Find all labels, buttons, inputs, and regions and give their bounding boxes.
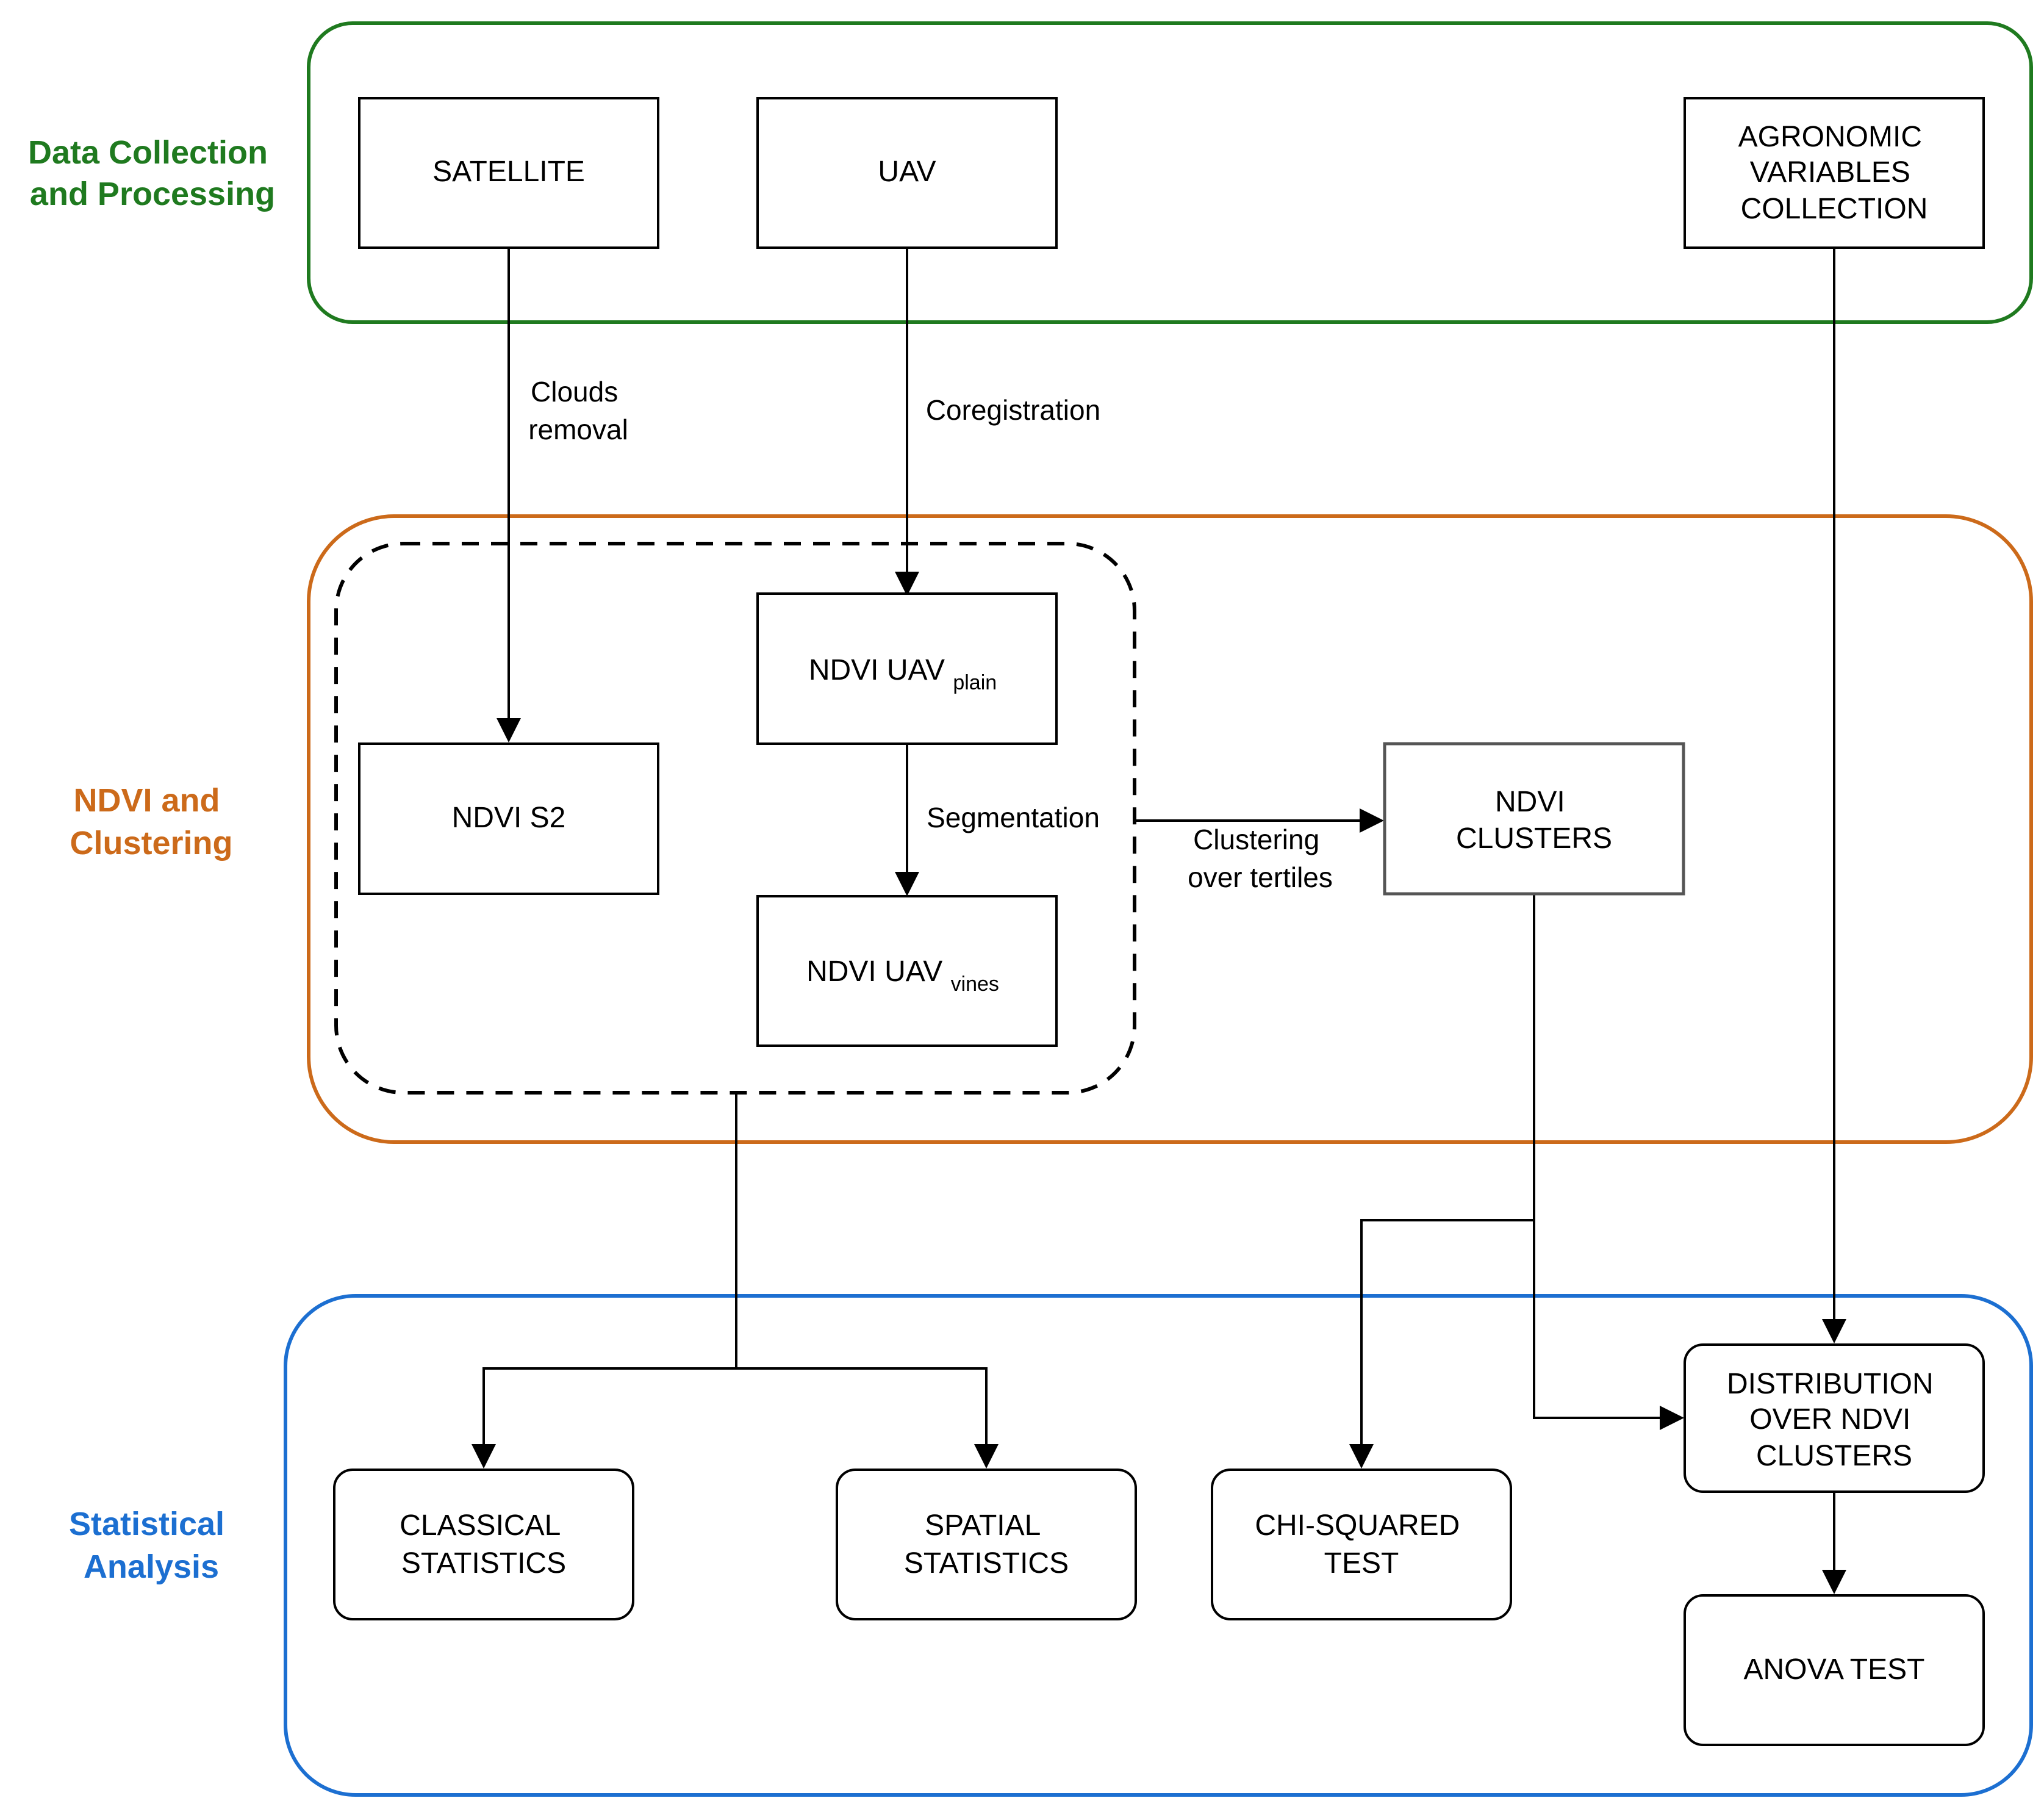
data-collection-section [307, 21, 2033, 324]
box-label-line: CLUSTERS [1756, 1440, 1912, 1472]
uav-box [756, 97, 1058, 249]
edge-label-clustering-over-tertiles: Clustering over tertiles [1188, 824, 1333, 893]
box-label-subscript: plain [953, 671, 997, 694]
edge-label-line: removal [528, 414, 628, 445]
box-label-line: STATISTICS [401, 1547, 566, 1580]
section-label-ndvi-clustering: NDVI and Clustering [70, 782, 232, 861]
distribution-label: DISTRIBUTION OVER NDVI CLUSTERS [1727, 1368, 1942, 1472]
section-label-data-collection: Data Collection and Processing [28, 134, 277, 212]
box-label-line: CHI-SQUARED [1255, 1509, 1460, 1542]
spatial-statistics-box [836, 1469, 1137, 1620]
distribution-box [1684, 1343, 1985, 1493]
chi-squared-test-box [1211, 1469, 1512, 1620]
ndvi-s2-box [358, 742, 659, 895]
box-label-line: NDVI [1495, 786, 1565, 818]
agronomic-variables-box [1684, 97, 1985, 249]
classical-statistics-box [333, 1469, 634, 1620]
box-label-main: NDVI UAV [809, 654, 945, 686]
edge-label-coregistration: Coregistration [926, 394, 1100, 426]
box-label-line: STATISTICS [904, 1547, 1069, 1580]
box-label-line: OVER NDVI [1749, 1403, 1910, 1436]
agronomic-variables-label: AGRONOMIC VARIABLES COLLECTION [1738, 121, 1931, 225]
satellite-label: SATELLITE [432, 156, 585, 188]
box-label-line: CLASSICAL [400, 1509, 560, 1542]
edge-group-to-spatial [736, 1367, 999, 1469]
ndvi-clustering-section [307, 514, 2033, 1144]
ndvi-clusters-box [1383, 742, 1685, 896]
edge-label-clouds-removal: Clouds removal [528, 376, 628, 445]
spatial-statistics-label: SPATIAL STATISTICS [904, 1509, 1069, 1580]
section-label-line: Clustering [70, 825, 232, 861]
section-label-line: NDVI and [73, 782, 220, 819]
edge-group-to-classical [472, 1093, 737, 1469]
box-label-line: DISTRIBUTION [1727, 1368, 1934, 1400]
section-label-statistical-analysis: Statistical Analysis [69, 1506, 234, 1585]
ndvi-uav-plain-box [756, 592, 1058, 745]
satellite-box [358, 97, 659, 249]
statistical-analysis-section [284, 1294, 2033, 1797]
box-label-line: TEST [1324, 1547, 1399, 1580]
box-label-line: SPATIAL [925, 1509, 1041, 1542]
edge-label-line: Clouds [531, 376, 618, 408]
box-label-subscript: vines [951, 973, 999, 996]
ndvi-clusters-label: NDVI CLUSTERS [1456, 786, 1612, 855]
chi-squared-test-label: CHI-SQUARED TEST [1255, 1509, 1468, 1580]
anova-test-label: ANOVA TEST [1744, 1653, 1925, 1686]
section-label-line: Data Collection [28, 134, 268, 171]
section-label-line: and Processing [30, 176, 275, 212]
ndvi-s2-label: NDVI S2 [452, 802, 566, 834]
box-label-line: CLUSTERS [1456, 822, 1612, 855]
section-label-line: Statistical [69, 1506, 224, 1542]
section-label-line: Analysis [84, 1548, 219, 1585]
uav-label: UAV [878, 156, 936, 188]
box-label-line: VARIABLES [1750, 156, 1910, 189]
box-label-line: AGRONOMIC [1738, 121, 1922, 153]
ndvi-uav-plain-label: NDVI UAV plain [809, 654, 997, 694]
classical-statistics-label: CLASSICAL STATISTICS [400, 1509, 568, 1580]
edge-label-line: over tertiles [1188, 861, 1333, 893]
edge-clusters-to-chi-squared [1349, 894, 1535, 1469]
box-label-line: COLLECTION [1741, 193, 1928, 225]
ndvi-uav-vines-box [756, 895, 1058, 1047]
anova-test-box [1684, 1594, 1985, 1746]
edge-label-line: Clustering [1193, 824, 1319, 855]
edge-clusters-to-distribution [1533, 1220, 1684, 1430]
ndvi-uav-vines-label: NDVI UAV vines [806, 955, 999, 996]
edge-label-segmentation: Segmentation [927, 802, 1100, 833]
connectors [472, 248, 1846, 1594]
box-label-main: NDVI UAV [806, 955, 942, 988]
